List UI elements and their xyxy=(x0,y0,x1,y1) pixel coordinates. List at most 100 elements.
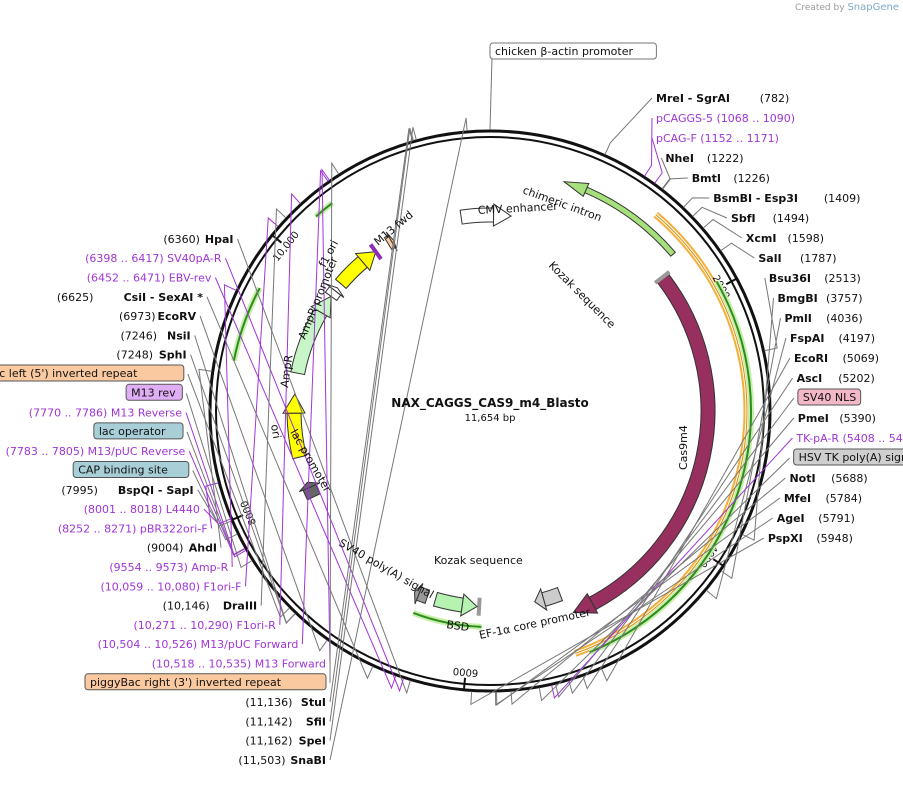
feature-cmv-enhancer-head[interactable] xyxy=(492,203,513,227)
site-position: (4197) xyxy=(838,332,875,345)
site-label-pmli[interactable]: PmlI xyxy=(784,312,811,325)
leader-nhei xyxy=(660,157,671,190)
site-position: (11,503) xyxy=(238,754,285,767)
leader-amp-r xyxy=(223,284,237,568)
feature-box-hsv-tk-poly-a-signal[interactable] xyxy=(793,448,903,466)
site-label-bsmbi[interactable]: BsmBI - Esp3I xyxy=(713,192,798,205)
label-bsd: BSD xyxy=(446,618,470,634)
site-label-csii[interactable]: CsiI - SexAI * xyxy=(124,291,204,304)
feature-box-cap-binding-site[interactable] xyxy=(72,461,190,478)
site-label-sbfi[interactable]: SbfI xyxy=(731,212,756,225)
leader-tk-pa-r xyxy=(551,437,793,699)
primer-label-sv40pa-r[interactable]: (6398 .. 6417) SV40pA-R xyxy=(85,252,222,265)
site-position: (11,162) xyxy=(245,735,292,748)
site-label-mrei[interactable]: MreI - SgrAI xyxy=(656,92,730,105)
primer-label-pcaggs-5[interactable]: pCAGGS-5 (1068 .. 1090) xyxy=(656,112,795,125)
orf-arc xyxy=(315,202,333,218)
primer-label-ebv-rev[interactable]: (6452 .. 6471) EBV-rev xyxy=(87,272,212,285)
feature-box-label: M13 rev xyxy=(131,386,176,399)
feature-ampr-promoter-head[interactable] xyxy=(326,283,345,298)
label-kozak-2: Kozak sequence xyxy=(434,554,523,567)
site-label-nsii[interactable]: NsiI xyxy=(167,329,191,342)
leader-hsv-tk-poly-a-signal xyxy=(538,457,790,702)
site-label-ahdi[interactable]: AhdI xyxy=(189,542,217,555)
site-label-sali[interactable]: SalI xyxy=(758,252,781,265)
primer-label-m13-puc-reverse[interactable]: (7783 .. 7805) M13/pUC Reverse xyxy=(6,445,186,458)
primer-label-pcag-f[interactable]: pCAG-F (1152 .. 1171) xyxy=(656,132,779,145)
site-label-mfei[interactable]: MfeI xyxy=(784,492,811,505)
leader-bsu36i xyxy=(764,277,778,352)
site-label-draiii[interactable]: DraIII xyxy=(223,600,257,613)
site-label-stui[interactable]: StuI xyxy=(301,696,326,709)
site-label-sfii[interactable]: SfiI xyxy=(306,715,326,728)
snapgene-credit: Created by SnapGene xyxy=(795,2,899,13)
feature-chimeric-intron[interactable] xyxy=(584,186,677,257)
feature-lac-promoter-head[interactable] xyxy=(299,481,320,493)
tick-mark xyxy=(231,514,244,521)
primer-label-l4440[interactable]: (8001 .. 8018) L4440 xyxy=(84,503,200,516)
site-label-ecorv[interactable]: EcoRV xyxy=(158,310,197,323)
label-ef1a: EF-1α core promoter xyxy=(478,606,592,642)
primer-label-m13-puc-forward[interactable]: (10,504 .. 10,526) M13/pUC Forward xyxy=(98,638,299,651)
feature-box-lac-operator[interactable] xyxy=(93,422,184,440)
leader-noti xyxy=(510,477,786,706)
feature-box-sv40-nls[interactable] xyxy=(797,388,862,406)
site-label-bmti[interactable]: BmtI xyxy=(692,172,721,185)
site-label-agei[interactable]: AgeI xyxy=(777,512,805,525)
primer-label-m13-reverse[interactable]: (7770 .. 7786) M13 Reverse xyxy=(29,407,182,420)
credit-brand: SnapGene xyxy=(847,2,899,13)
feature-f1-ori-head[interactable] xyxy=(354,251,377,272)
site-label-bmgbi[interactable]: BmgBI xyxy=(777,292,817,305)
primer-label-m13-forward[interactable]: (10,518 .. 10,535) M13 Forward xyxy=(152,658,326,671)
site-label-noti[interactable]: NotI xyxy=(789,472,815,485)
leader-mfei xyxy=(496,497,781,706)
feature-box-m13-rev[interactable] xyxy=(125,383,183,401)
feature-bsd-head[interactable] xyxy=(460,593,478,617)
feature-cas9m4-head[interactable] xyxy=(572,592,599,614)
feature-box-chicken-beta-actin[interactable] xyxy=(489,42,657,60)
site-label-xcmi[interactable]: XcmI xyxy=(746,232,777,245)
feature-kozak-sequence[interactable] xyxy=(476,597,482,616)
site-label-asci[interactable]: AscI xyxy=(797,372,823,385)
features xyxy=(282,181,716,617)
site-label-pspxi[interactable]: PspXI xyxy=(768,532,803,545)
site-label-sphi[interactable]: SphI xyxy=(159,349,187,362)
feature-ampr-head[interactable] xyxy=(310,295,332,319)
leader-chicken-beta-actin xyxy=(489,57,493,131)
leader-pbr322ori-f xyxy=(205,482,219,529)
feature-ori-head[interactable] xyxy=(282,393,306,414)
site-position: (5784) xyxy=(825,492,862,505)
primer-label-pbr322ori-f[interactable]: (8252 .. 8271) pBR322ori-F xyxy=(58,522,208,535)
site-label-ecori[interactable]: EcoRI xyxy=(794,352,828,365)
feature-sv40-poly-a-signal-head[interactable] xyxy=(414,583,424,605)
primer-label-tk-pa-r[interactable]: TK-pA-R (5408 .. 5427) xyxy=(795,432,903,445)
site-label-snabi[interactable]: SnaBI xyxy=(290,754,326,767)
leader-ebv-rev xyxy=(214,277,397,690)
leader-lac-operator xyxy=(186,431,246,556)
site-label-bsu36i[interactable]: Bsu36I xyxy=(769,272,811,285)
site-position: (5688) xyxy=(831,472,868,485)
tick-label: 6000 xyxy=(452,665,478,678)
leader-asci xyxy=(582,377,794,690)
site-label-spei[interactable]: SpeI xyxy=(299,735,326,748)
feature-box-piggybac-right-3-inverted-repeat[interactable] xyxy=(84,673,327,691)
site-label-fspai[interactable]: FspAI xyxy=(790,332,825,345)
primer-label-f1ori-f[interactable]: (10,059 .. 10,080) F1ori-F xyxy=(100,580,241,593)
feature-piggybac-right-head[interactable] xyxy=(385,231,398,252)
primer-label-amp-r[interactable]: (9554 .. 9573) Amp-R xyxy=(109,561,228,574)
label-sv40-polya: SV40 poly(A) signal xyxy=(337,536,437,601)
site-label-pmei[interactable]: PmeI xyxy=(798,412,829,425)
feature-chimeric-intron-head[interactable] xyxy=(562,181,590,198)
site-label-hpai[interactable]: HpaI xyxy=(205,233,234,246)
tick-mark xyxy=(725,277,738,286)
label-ori: ori xyxy=(268,423,283,439)
primer-label-f1ori-r[interactable]: (10,271 .. 10,290) F1ori-R xyxy=(134,619,277,632)
feature-m13-fwd[interactable] xyxy=(368,243,383,261)
feature-ef-1-core-promoter-head[interactable] xyxy=(534,587,548,612)
feature-kozak-sequence[interactable] xyxy=(653,270,671,285)
site-label-bspqi[interactable]: BspQI - SapI xyxy=(118,484,194,497)
feature-bsd[interactable] xyxy=(432,591,464,613)
feature-box-piggybac-left-5-inverted-repeat[interactable] xyxy=(0,364,185,382)
leader-draiii xyxy=(260,207,287,606)
site-label-nhei[interactable]: NheI xyxy=(665,152,694,165)
